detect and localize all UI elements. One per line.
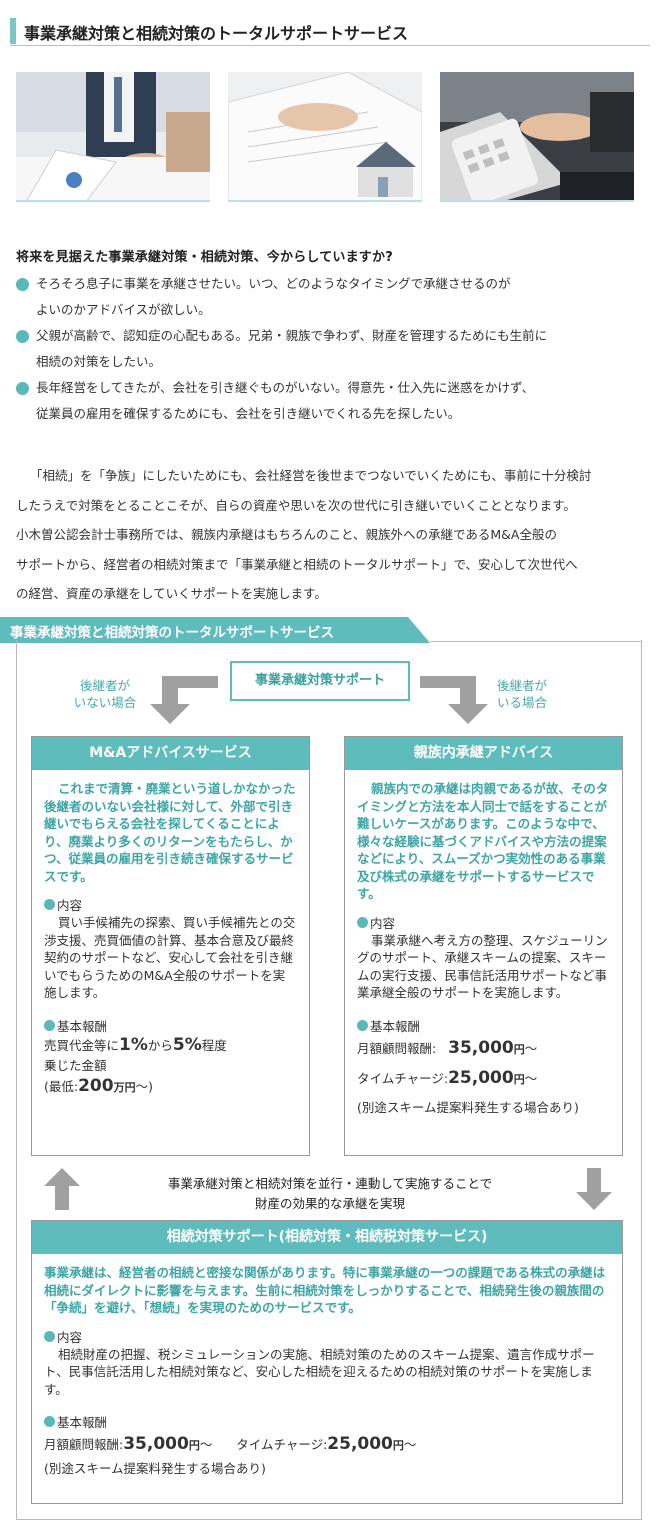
ma-advice-title: M&Aアドバイスサービス [32,737,309,770]
documents-house-photo [228,72,422,202]
ma-content-text: 買い手候補先の探索、買い手候補先との交渉支援、売買価値の計算、基本合意及び最終契… [44,915,296,1000]
ma-content-label: 内容 [32,895,309,914]
list-item: そろそろ息子に事業を承継させたい。いつ、どのようなタイミングで承継させるのが よ… [16,271,642,323]
down-arrow-icon [576,1168,612,1210]
down-right-arrow-icon [420,676,488,724]
ma-fee-minimum: (最低:200万円〜) [44,1075,153,1096]
service-frame [16,640,642,1520]
bullet-dot-icon [16,382,29,395]
family-fee-label: 基本報酬 [345,1016,622,1035]
list-item: 長年経営をしてきたが、会社を引き継ぐものがいない。得意先・仕入先に迷惑をかけず、… [16,375,642,427]
down-left-arrow-icon [150,676,218,724]
section-header: 事業承継対策と相続対策のトータルサポートサービス [0,617,430,643]
title-accent-bar [10,18,16,44]
bullet-dot-icon [357,1019,368,1031]
business-meeting-photo [16,72,210,202]
inheritance-fee-note: (別途スキーム提案料発生する場合あり) [44,1461,266,1476]
family-succession-title: 親族内承継アドバイス [345,737,622,770]
inheritance-fee-label: 基本報酬 [32,1412,622,1431]
bullet-dot-icon [44,1416,55,1427]
inheritance-content-label: 内容 [32,1327,622,1346]
section-ribbon [0,617,430,643]
inheritance-support-box: 相続対策サポート(相続対策・相続税対策サービス) 事業承継は、経営者の相続と密接… [31,1220,623,1504]
family-monthly-fee: 月額顧問報酬: 35,000円〜 [357,1037,538,1058]
linkage-note: 事業承継対策と相続対策を並行・連動して実施することで 財産の効果的な承継を実現 [167,1176,493,1211]
family-succession-box: 親族内承継アドバイス 親族内での承継は肉親であるが故、そのタイミングと方法を本人… [344,736,623,1156]
ma-fee-rate: 売買代金等に1%から5%程度 [44,1034,227,1055]
inheritance-fees: 月額顧問報酬:35,000円〜 タイムチャージ:25,000円〜 [44,1434,417,1454]
intro-section: 将来を見据えた事業承継対策・相続対策、今からしていますか? そろそろ息子に事業を… [16,246,642,609]
inheritance-support-lead: 事業承継は、経営者の相続と密接な関係があります。特に事業承継の一つの課題である株… [44,1265,606,1315]
up-arrow-icon [44,1168,80,1210]
family-content-text: 事業承継へ考え方の整理、スケジューリングのサポート、承継スキームの提案、スキーム… [357,932,608,1001]
family-content-label: 内容 [345,913,622,932]
concern-list: そろそろ息子に事業を承継させたい。いつ、どのようなタイミングで承継させるのが よ… [16,271,642,427]
no-successor-note: 後継者が いない場合 [73,678,137,710]
support-label: 事業承継対策サポート [230,661,410,701]
bullet-dot-icon [44,1019,55,1031]
page-title: 事業承継対策と相続対策のトータルサポートサービス [24,24,409,43]
frame-top-line [430,641,642,642]
family-succession-lead: 親族内での承継は肉親であるが故、そのタイミングと方法を本人同士で話をすることが難… [357,781,609,901]
bullet-dot-icon [44,899,55,910]
family-hourly-fee: タイムチャージ:25,000円〜 [357,1067,538,1088]
bullet-dot-icon [16,278,29,291]
page-title-bar: 事業承継対策と相続対策のトータルサポートサービス [10,16,650,46]
intro-heading: 将来を見据えた事業承継対策・相続対策、今からしていますか? [16,250,393,265]
has-successor-note: 後継者が いる場合 [496,678,547,710]
list-item: 父親が高齢で、認知症の心配もある。兄弟・親族で争わず、財産を管理するためにも生前… [16,323,642,375]
ma-fee-label: 基本報酬 [32,1016,309,1035]
ma-advice-box: M&Aアドバイスサービス これまで清算・廃業という道しかなかった後継者のいない会… [31,736,310,1156]
bullet-dot-icon [16,330,29,343]
ma-advice-lead: これまで清算・廃業という道しかなかった後継者のいない会社様に対して、外部で引き継… [44,781,296,884]
inheritance-content-text: 相続財産の把握、税シミュレーションの実施、相続対策のためのスキーム提案、遺言作成… [44,1346,595,1397]
calculator-laptop-photo [440,72,634,202]
photo-strip [16,72,634,204]
bullet-dot-icon [44,1330,55,1342]
bullet-dot-icon [357,916,368,928]
intro-paragraph: 「相続」を「争族」にしたいためにも、会社経営を後世までつないでいくためにも、事前… [16,468,592,601]
ma-fee-line2: 乗じた金額 [44,1057,107,1073]
inheritance-support-title: 相続対策サポート(相続対策・相続税対策サービス) [32,1221,622,1254]
section-title: 事業承継対策と相続対策のトータルサポートサービス [10,625,334,641]
family-fee-note: (別途スキーム提案料発生する場合あり) [357,1099,579,1115]
